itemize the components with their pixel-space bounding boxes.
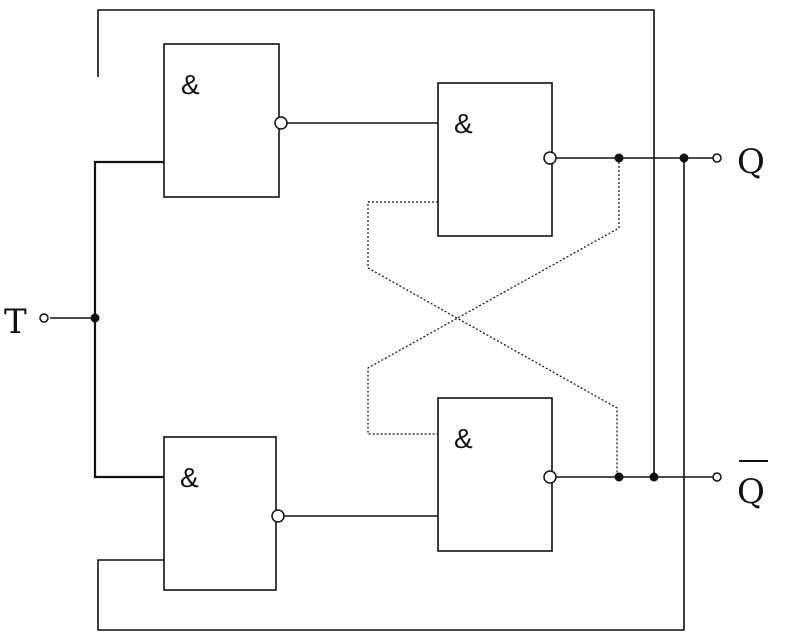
top-right-gate-symbol: & xyxy=(454,108,473,139)
q-bar-to-upper-gate-feedback xyxy=(367,201,618,477)
q-bar-output-terminal xyxy=(712,472,722,482)
q-output-label: Q xyxy=(737,142,765,182)
top-feedback-wire xyxy=(97,9,655,477)
input-junction xyxy=(90,313,100,323)
top-left-gate-symbol: & xyxy=(181,69,200,100)
bottom-right-nand-gate: & xyxy=(437,397,557,552)
bottom-left-inversion-bubble xyxy=(271,509,285,523)
q-output-terminal xyxy=(712,153,722,163)
bottom-left-nand-gate: & xyxy=(163,436,285,591)
input-terminal xyxy=(39,313,49,323)
bottom-right-gate-symbol: & xyxy=(454,423,473,454)
q-feedback-junction xyxy=(614,153,624,163)
q-outer-feedback-junction xyxy=(679,153,689,163)
q-bar-feedback-junction xyxy=(614,472,624,482)
q-bar-output-label: Q xyxy=(737,472,765,512)
top-right-inversion-bubble xyxy=(543,151,557,165)
top-left-nand-gate: & xyxy=(163,43,288,198)
q-to-lower-gate-feedback xyxy=(367,158,620,435)
input-branch-wire xyxy=(93,160,164,479)
bottom-left-gate-symbol: & xyxy=(180,462,199,493)
top-left-inversion-bubble xyxy=(274,116,288,130)
bottom-right-inversion-bubble xyxy=(543,470,557,484)
top-right-nand-gate: & xyxy=(437,82,557,237)
input-label: T xyxy=(4,302,27,342)
q-bar-outer-feedback-junction xyxy=(649,472,659,482)
bottom-feedback-wire xyxy=(97,157,685,631)
